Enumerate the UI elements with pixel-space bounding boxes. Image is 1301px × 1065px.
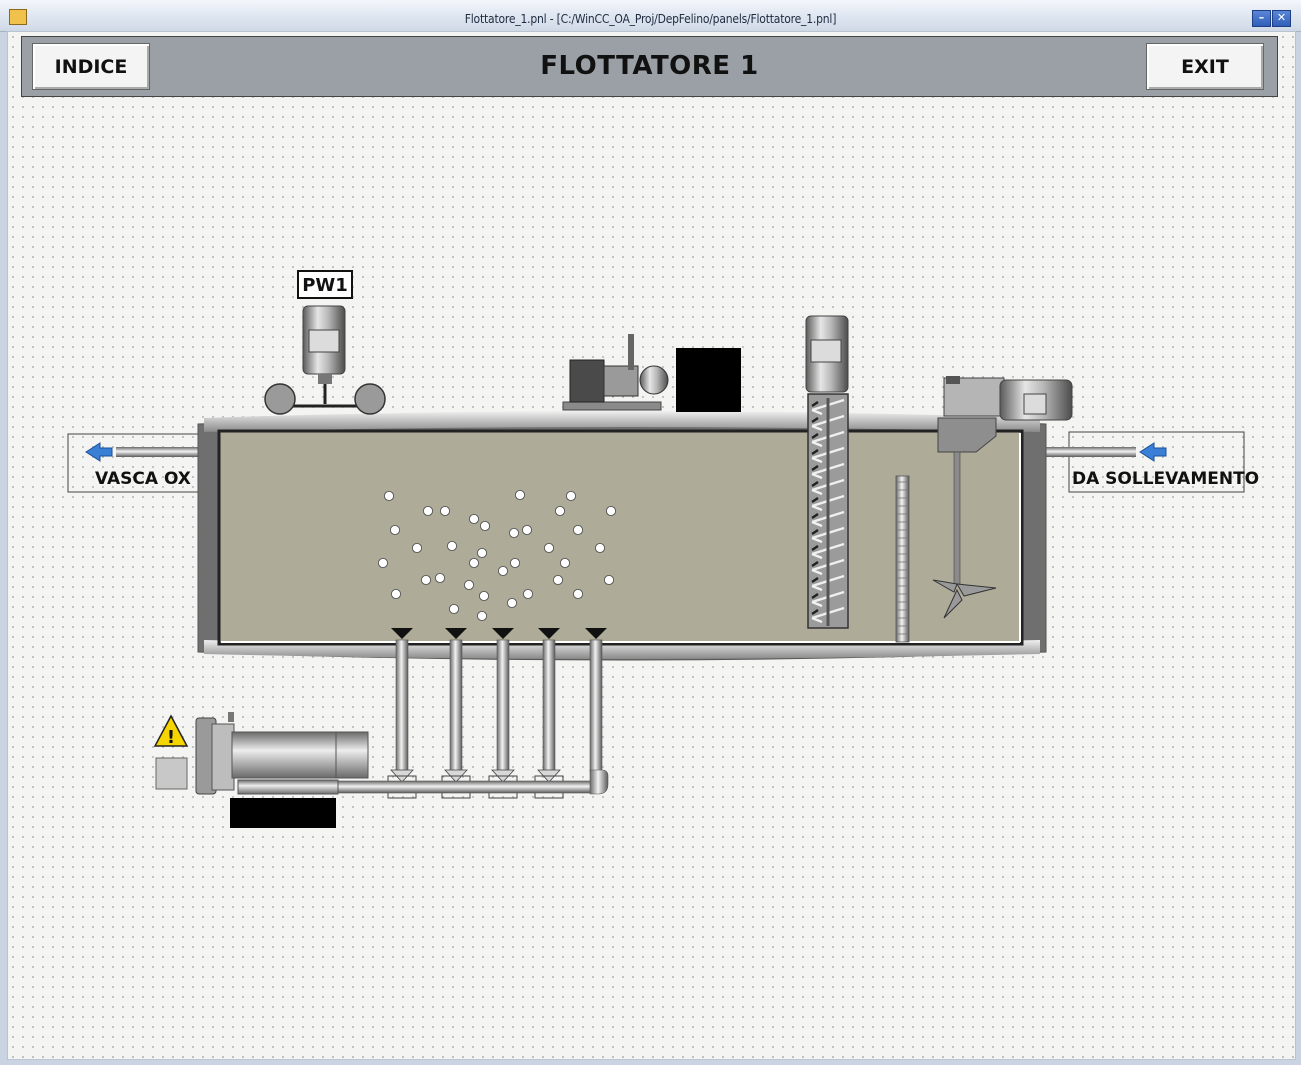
screw-conveyor[interactable]: [805, 315, 849, 629]
inlet-label: DA SOLLEVAMENTO: [1072, 469, 1259, 489]
diffuser-head: [492, 628, 514, 639]
pump-pw1[interactable]: PW1: [264, 270, 386, 415]
air-bubble: [508, 527, 520, 539]
air-bubble: [552, 574, 564, 586]
air-bubble: [543, 542, 555, 554]
mixer[interactable]: [932, 376, 1073, 619]
air-bubble: [603, 574, 615, 586]
air-bubbles: [377, 489, 617, 622]
air-bubble: [521, 524, 533, 536]
air-bubble: [422, 505, 434, 517]
alarm-indicator[interactable]: [155, 757, 188, 790]
screw-flight-edge: [811, 593, 819, 599]
outlet-pipe: [116, 447, 200, 457]
screw-flight-edge: [811, 481, 819, 487]
screw-flight-edge: [811, 609, 819, 615]
air-bubble: [390, 588, 402, 600]
air-bubble: [411, 542, 423, 554]
air-manifold: [334, 769, 609, 795]
air-riser: [589, 639, 603, 773]
air-bubble: [468, 557, 480, 569]
diffuser-head: [585, 628, 607, 639]
air-bubble: [448, 603, 460, 615]
air-bubble: [572, 524, 584, 536]
air-blower[interactable]: [195, 712, 369, 795]
outlet-box: VASCA OX: [67, 433, 201, 493]
air-diffusers: [387, 628, 607, 799]
air-riser: [395, 639, 409, 773]
air-bubble: [559, 557, 571, 569]
exit-button[interactable]: EXIT: [1146, 43, 1264, 90]
air-bubble: [383, 490, 395, 502]
window-titlebar: Flottatore_1.pnl - [C:/WinCC_OA_Proj/Dep…: [0, 0, 1301, 32]
screw-flight-edge: [811, 465, 819, 471]
air-bubble: [479, 520, 491, 532]
diffuser-head: [391, 628, 413, 639]
app-icon: [9, 9, 27, 25]
level-probe: [895, 475, 910, 643]
air-bubble: [420, 574, 432, 586]
air-bubble: [497, 565, 509, 577]
screw-flight-edge: [811, 433, 819, 439]
air-bubble: [522, 588, 534, 600]
air-bubble: [514, 489, 526, 501]
screw-flight-edge: [811, 449, 819, 455]
page-title: FLOTTATORE 1: [540, 51, 759, 81]
air-bubble: [439, 505, 451, 517]
air-bubble: [446, 540, 458, 552]
air-bubble: [389, 524, 401, 536]
svg-text:!: !: [167, 727, 175, 748]
air-bubble: [605, 505, 617, 517]
air-bubble: [565, 490, 577, 502]
air-bubble: [476, 547, 488, 559]
air-bubble: [476, 610, 488, 622]
air-riser: [449, 639, 463, 773]
screw-flights: [811, 398, 845, 626]
warning-icon[interactable]: !: [153, 714, 189, 748]
air-bubble: [377, 557, 389, 569]
blower-status-display: [230, 798, 336, 828]
air-bubble: [506, 597, 518, 609]
inlet-pipe: [1044, 447, 1136, 457]
inlet-box: DA SOLLEVAMENTO: [1044, 431, 1259, 493]
arrow-left-icon: [85, 442, 113, 462]
air-bubble: [509, 557, 521, 569]
screw-flight-edge: [811, 545, 819, 551]
air-bubble: [463, 579, 475, 591]
close-button[interactable]: ✕: [1272, 10, 1291, 27]
screw-flight-edge: [811, 577, 819, 583]
diffuser-head: [538, 628, 560, 639]
screw-flight-edge: [811, 417, 819, 423]
drive-status-display: [676, 348, 741, 412]
flotation-tank: [197, 411, 1047, 661]
window-title: Flottatore_1.pnl - [C:/WinCC_OA_Proj/Dep…: [464, 12, 837, 26]
screw-flight-edge: [811, 561, 819, 567]
minimize-button[interactable]: –: [1252, 10, 1271, 27]
pump-label: PW1: [302, 275, 348, 296]
tank-liquid: [217, 429, 1024, 646]
scraper-drive[interactable]: [562, 334, 669, 411]
air-bubble: [554, 505, 566, 517]
screw-flight-edge: [811, 529, 819, 535]
air-bubble: [594, 542, 606, 554]
arrow-left-icon: [1139, 442, 1167, 462]
air-bubble: [468, 513, 480, 525]
indice-button[interactable]: INDICE: [32, 43, 150, 90]
screw-flight-edge: [811, 401, 819, 407]
air-bubble: [434, 572, 446, 584]
air-bubble: [478, 590, 490, 602]
air-riser: [496, 639, 510, 773]
header-bar: INDICE FLOTTATORE 1 EXIT: [21, 36, 1278, 97]
outlet-label: VASCA OX: [95, 469, 191, 489]
screw-flight-edge: [811, 497, 819, 503]
air-riser: [542, 639, 556, 773]
air-bubble: [572, 588, 584, 600]
screw-flight-edge: [811, 513, 819, 519]
manifold-elbow: [589, 769, 609, 795]
diffuser-head: [445, 628, 467, 639]
